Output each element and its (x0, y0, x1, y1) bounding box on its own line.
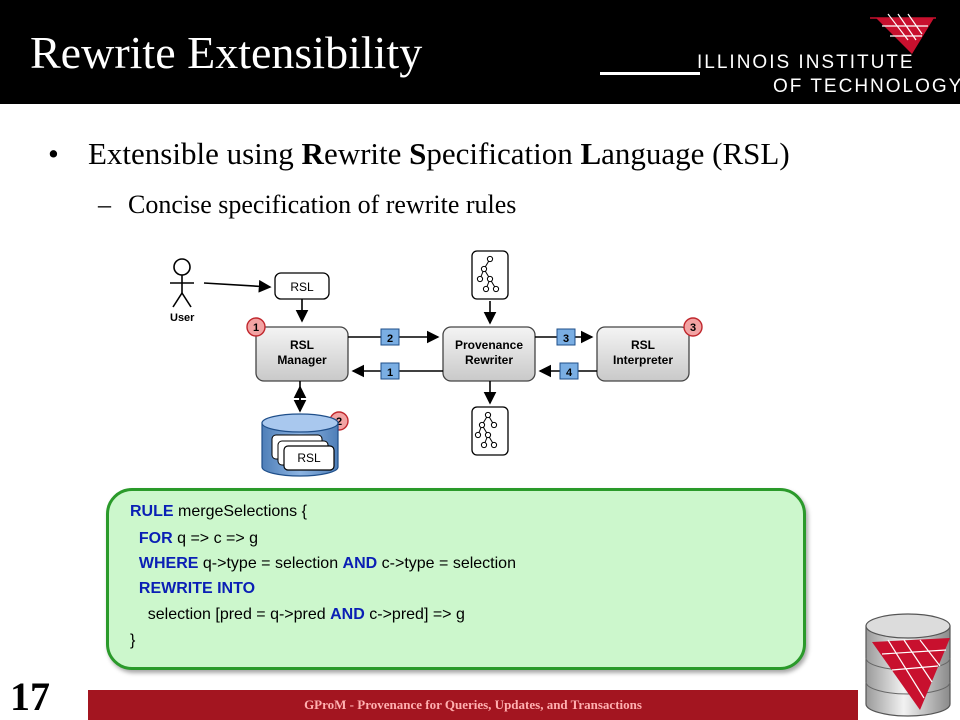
code-line: } (130, 632, 135, 650)
rsl-code-box (106, 488, 806, 670)
svg-text:1: 1 (253, 322, 259, 334)
code-line: FOR q => c => g (130, 530, 258, 548)
query-tree-input-icon (471, 250, 509, 300)
step-badge-1: 1 (246, 317, 266, 337)
rsl-manager-box (255, 326, 349, 382)
code-line: selection [pred = q->pred AND c->pred] =… (130, 606, 465, 624)
provenance-rewriter-line2: Rewriter (465, 353, 513, 367)
bullet-main-bold-letter: S (409, 136, 427, 171)
code-text: } (130, 632, 136, 649)
step-badge-3: 3 (683, 317, 703, 337)
svg-text:3: 3 (563, 333, 569, 345)
bullet-dash: – (98, 190, 111, 219)
code-text: q => c => g (172, 530, 259, 547)
database-logo-icon (865, 613, 951, 717)
header-bar (0, 0, 960, 104)
footer-bar (88, 690, 858, 720)
svg-text:3: 3 (690, 322, 696, 334)
flow-label-4: 4 (559, 362, 579, 380)
user-to-rsl-arrow (203, 279, 272, 293)
architecture-diagram: User RSL RSL Manager Provenance Rewriter… (170, 250, 703, 477)
code-keyword: WHERE (138, 555, 199, 572)
code-text: q->type = selection (198, 555, 343, 572)
bullet-main-segment: anguage (RSL) (601, 136, 790, 171)
query-tree-output-icon (471, 406, 509, 456)
rsl-interpreter-line2: Interpreter (613, 353, 673, 367)
code-line: RULE mergeSelections { (130, 503, 307, 521)
code-keyword: REWRITE INTO (138, 580, 256, 597)
bullet-main-segment: ewrite (323, 136, 410, 171)
code-text: c->pred] => g (364, 606, 465, 623)
code-keyword: RULE (130, 503, 174, 520)
code-keyword: FOR (138, 530, 173, 547)
code-text: selection [pred = q->pred (130, 606, 331, 623)
code-keyword: AND (342, 555, 378, 572)
code-line: WHERE q->type = selection AND c->type = … (130, 555, 516, 573)
rsl-document-label: RSL (290, 280, 314, 294)
slide-number: 17 (10, 674, 50, 719)
code-text: mergeSelections { (173, 503, 307, 520)
svg-text:1: 1 (387, 367, 393, 379)
bullet-dot: • (48, 136, 59, 171)
provenance-rewriter-box (442, 326, 536, 382)
code-text (130, 580, 139, 597)
logo-text-line1: ILLINOIS INSTITUTE (697, 52, 915, 73)
rsl-interpreter-line1: RSL (631, 338, 655, 352)
svg-text:2: 2 (387, 333, 393, 345)
code-text: c->type = selection (377, 555, 516, 572)
flow-label-1: 1 (380, 362, 400, 380)
provenance-rewriter-line1: Provenance (455, 338, 523, 352)
code-line: REWRITE INTO (130, 580, 255, 598)
bullet-main-text: Extensible using Rewrite Specification L… (88, 136, 790, 172)
logo-text-line2: OF TECHNOLOGY (773, 76, 960, 97)
rsl-manager-line2: Manager (277, 353, 327, 367)
flow-label-3: 3 (556, 328, 576, 346)
footer-text: GProM - Provenance for Queries, Updates,… (304, 697, 642, 712)
bullet-sub-text: Concise specification of rewrite rules (128, 190, 517, 219)
logo-rule (600, 72, 700, 75)
code-text (130, 530, 139, 547)
flow-label-2: 2 (380, 328, 400, 346)
code-text (130, 555, 139, 572)
code-keyword: AND (330, 606, 365, 623)
user-label: User (170, 312, 195, 324)
user-icon (170, 258, 194, 308)
rsl-store-database-icon (261, 413, 339, 477)
bullet-main-segment: pecification (426, 136, 581, 171)
rsl-manager-line1: RSL (290, 338, 314, 352)
iit-logo-icon (870, 13, 936, 54)
bullet-main-bold-letter: R (301, 136, 324, 171)
bullet-main-bold-letter: L (580, 136, 602, 171)
svg-text:2: 2 (336, 416, 342, 428)
slide-title: Rewrite Extensibility (30, 27, 423, 78)
rsl-store-label: RSL (297, 451, 321, 465)
rsl-interpreter-box (596, 326, 690, 382)
bullet-main-segment: Extensible using (88, 136, 302, 171)
svg-text:4: 4 (566, 367, 573, 379)
